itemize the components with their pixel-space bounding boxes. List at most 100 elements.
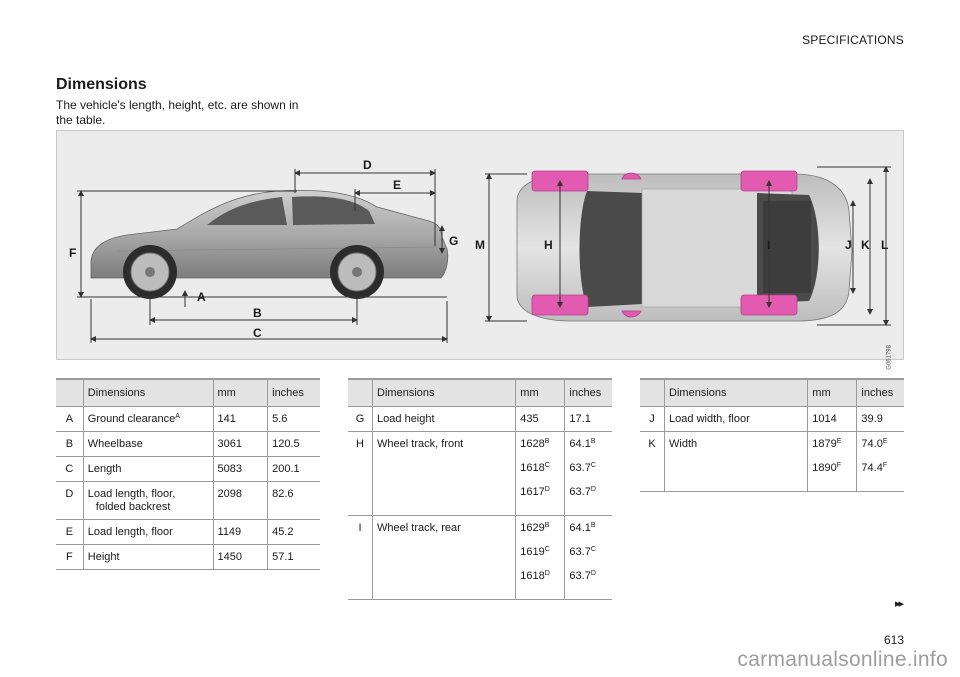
dimension-name: Ground clearance: [87, 413, 176, 425]
inches-value: 74.4F: [861, 462, 900, 486]
row-inches: 57.1: [267, 544, 320, 570]
dimension-name: Load length, floor,: [87, 488, 176, 500]
column-header-mm: mm: [515, 379, 566, 407]
mm-value: 1628B: [520, 438, 560, 462]
mm-value: 1617D: [520, 486, 560, 510]
dimension-name: Height: [87, 551, 120, 563]
inches-value: 63.7C: [569, 546, 608, 570]
mm-value: 3061: [218, 438, 264, 451]
mm-value: 1014: [812, 413, 852, 426]
mm-value: 1619C: [520, 546, 560, 570]
row-key: D: [56, 481, 84, 520]
inches-value: 17.1: [569, 413, 608, 426]
footnote-marker: B: [544, 438, 550, 445]
footnote-marker: D: [544, 486, 550, 493]
label-K: K: [861, 238, 870, 252]
mm-value-value: 1628: [520, 438, 545, 450]
row-dimension: Wheelbase: [83, 431, 214, 457]
dimension-name: Wheel track, rear: [377, 522, 461, 534]
mm-value-value: 1149: [217, 526, 242, 538]
mm-value-value: 1618: [520, 462, 545, 474]
mm-value: 1890F: [812, 462, 852, 486]
page-title: Dimensions: [56, 76, 147, 93]
row-dimension: Length: [83, 456, 214, 482]
inches-value-value: 64.1: [569, 522, 591, 534]
inches-value-value: 45.2: [272, 526, 294, 538]
column-header-in: inches: [564, 379, 612, 407]
dimension-name: Load height: [377, 413, 435, 425]
figure-ref-code: G061798: [887, 345, 893, 370]
mm-value: 1149: [218, 526, 264, 539]
dimension-name: Wheelbase: [87, 438, 143, 450]
footnote-marker: F: [882, 462, 888, 469]
row-inches: 120.5: [267, 431, 320, 457]
mm-value: 5083: [218, 463, 264, 476]
row-key: C: [56, 456, 84, 482]
inches-value: 39.9: [861, 413, 900, 426]
column-header-in: inches: [856, 379, 904, 407]
inches-value-value: 5.6: [272, 413, 288, 425]
label-G: G: [449, 234, 458, 248]
inches-value: 63.7C: [569, 462, 608, 486]
row-dimension: Load height: [372, 406, 517, 432]
inches-value-value: 120.5: [272, 438, 300, 450]
mm-value: 1618D: [520, 570, 560, 594]
mm-value-value: 435: [520, 413, 539, 425]
label-C: C: [253, 326, 262, 340]
inches-value: 74.0E: [861, 438, 900, 462]
footnote-marker: D: [544, 570, 550, 577]
mm-value-value: 141: [217, 413, 236, 425]
dimension-name-line2: folded backrest: [95, 501, 171, 513]
inches-value-value: 200.1: [272, 463, 300, 475]
label-A: A: [197, 290, 206, 304]
column-header-mm: mm: [807, 379, 858, 407]
row-mm: 141: [213, 406, 269, 432]
dimension-name: Length: [87, 463, 122, 475]
mm-value-value: 1629: [520, 522, 545, 534]
row-inches: 39.9: [856, 406, 904, 432]
row-dimension: Width: [664, 431, 809, 492]
column-header-key: [56, 379, 84, 407]
row-inches: 82.6: [267, 481, 320, 520]
inches-value: 120.5: [272, 438, 316, 451]
inches-value-value: 82.6: [272, 488, 294, 500]
footnote-marker: B: [544, 522, 550, 529]
mm-value-value: 3061: [217, 438, 242, 450]
inches-value: 45.2: [272, 526, 316, 539]
label-H: H: [544, 238, 553, 252]
column-header-mm: mm: [213, 379, 269, 407]
inches-value: 82.6: [272, 488, 316, 501]
footnote-marker: C: [590, 546, 596, 553]
mm-value: 435: [520, 413, 560, 426]
footnote-marker: C: [590, 462, 596, 469]
label-M: M: [475, 238, 485, 252]
row-inches: 17.1: [564, 406, 612, 432]
footnote-marker: C: [544, 462, 550, 469]
mm-value-value: 1619: [520, 546, 545, 558]
row-mm: 1014: [807, 406, 858, 432]
footnote-marker: A: [175, 413, 180, 420]
footnote-marker: E: [882, 438, 888, 445]
mm-value: 2098: [218, 488, 264, 501]
label-F: F: [69, 246, 76, 260]
row-key: B: [56, 431, 84, 457]
inches-value-value: 63.7: [569, 546, 591, 558]
mm-value-value: 1450: [217, 551, 242, 563]
row-key: G: [348, 406, 374, 432]
inches-value: 57.1: [272, 551, 316, 564]
dimension-name: Load width, floor: [669, 413, 750, 425]
row-mm: 5083: [213, 456, 269, 482]
dimension-name: Load length, floor: [87, 526, 173, 538]
